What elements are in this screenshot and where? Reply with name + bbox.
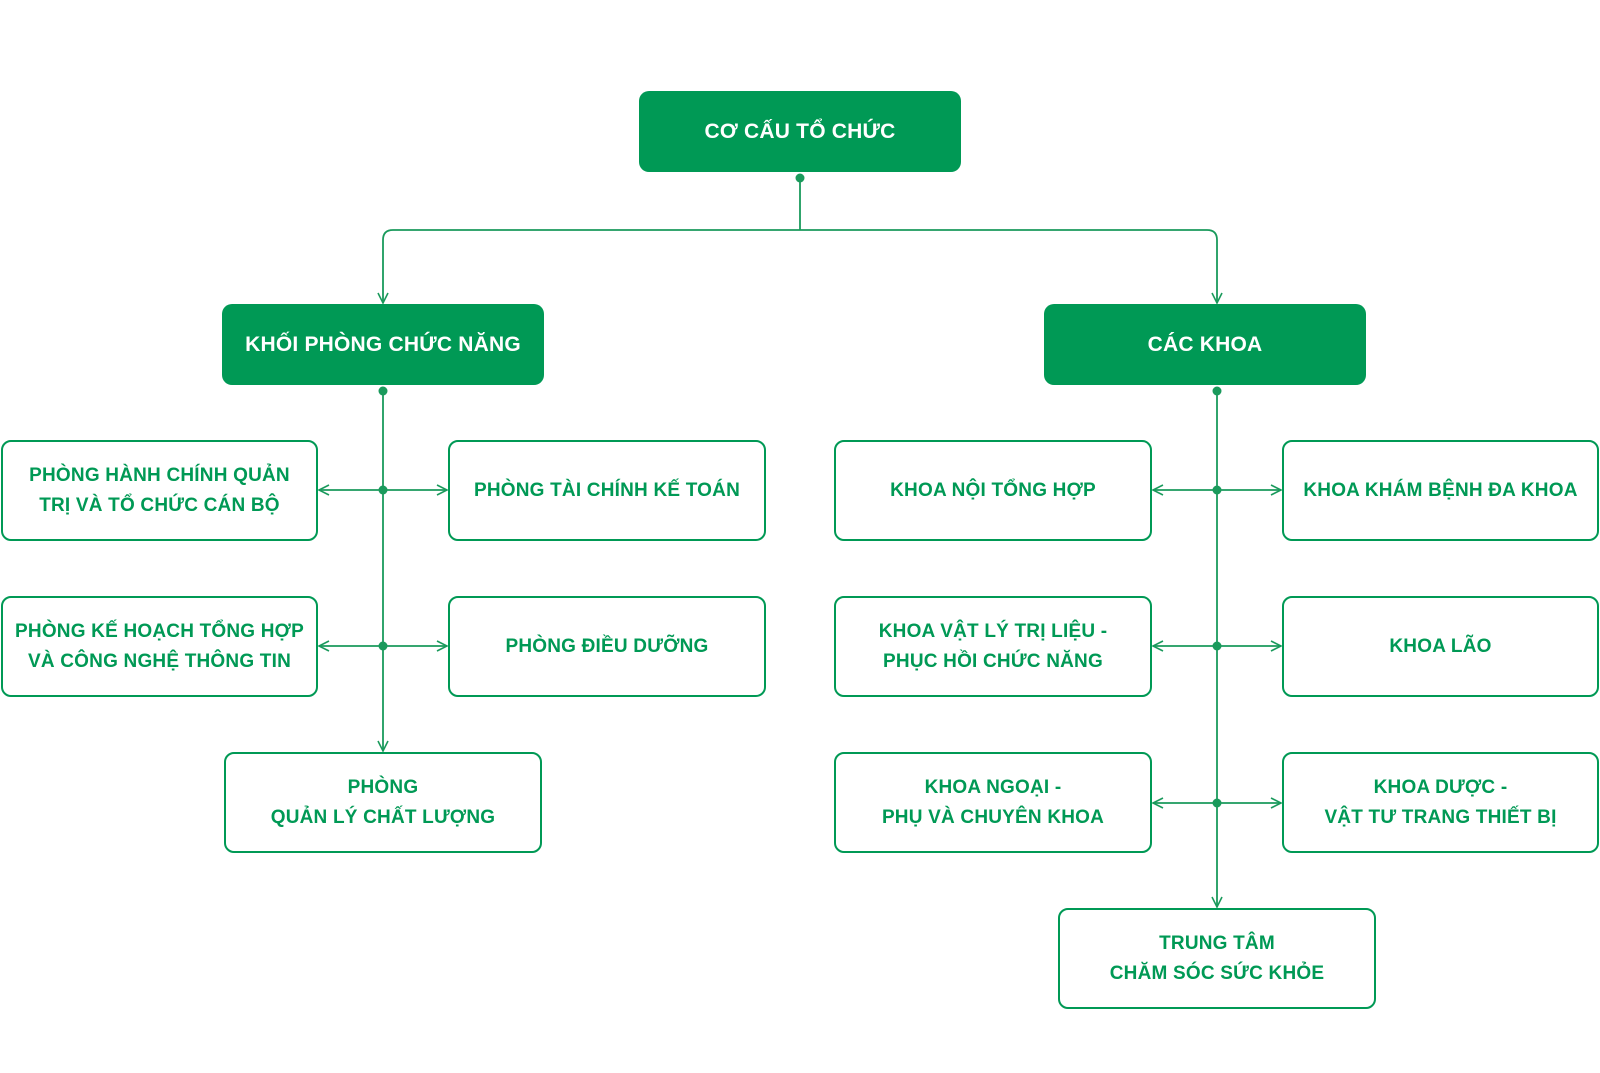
departments-branch-dot bbox=[1212, 485, 1222, 495]
root-node: CƠ CẤU TỔ CHỨC bbox=[639, 91, 961, 172]
departments-branch-dot bbox=[1212, 798, 1222, 808]
departments-branch-dot bbox=[1212, 641, 1222, 651]
office-administration: PHÒNG HÀNH CHÍNH QUẢN TRỊ VÀ TỔ CHỨC CÁN… bbox=[1, 440, 318, 541]
dept-physiotherapy-rehab: KHOA VẬT LÝ TRỊ LIỆU - PHỤC HỒI CHỨC NĂN… bbox=[834, 596, 1152, 697]
dept-surgery-obstetrics-specialty: KHOA NGOẠI - PHỤ VÀ CHUYÊN KHOA bbox=[834, 752, 1152, 853]
root-to-functional-connector bbox=[383, 229, 800, 303]
dept-geriatrics: KHOA LÃO bbox=[1282, 596, 1599, 697]
departments-trunk-dot bbox=[1212, 386, 1222, 396]
office-planning-it: PHÒNG KẾ HOẠCH TỔNG HỢP VÀ CÔNG NGHỆ THÔ… bbox=[1, 596, 318, 697]
root-junction-dot bbox=[795, 173, 805, 183]
office-finance-accounting: PHÒNG TÀI CHÍNH KẾ TOÁN bbox=[448, 440, 766, 541]
root-to-departments-connector bbox=[800, 229, 1217, 303]
office-quality-management: PHÒNG QUẢN LÝ CHẤT LƯỢNG bbox=[224, 752, 542, 853]
health-care-center: TRUNG TÂM CHĂM SÓC SỨC KHỎE bbox=[1058, 908, 1376, 1009]
functional-block-node: KHỐI PHÒNG CHỨC NĂNG bbox=[222, 304, 544, 385]
office-nursing: PHÒNG ĐIỀU DƯỠNG bbox=[448, 596, 766, 697]
dept-pharmacy-equipment: KHOA DƯỢC - VẬT TƯ TRANG THIẾT BỊ bbox=[1282, 752, 1599, 853]
dept-general-examination: KHOA KHÁM BỆNH ĐA KHOA bbox=[1282, 440, 1599, 541]
dept-internal-medicine: KHOA NỘI TỔNG HỢP bbox=[834, 440, 1152, 541]
functional-branch-dot bbox=[378, 641, 388, 651]
departments-node: CÁC KHOA bbox=[1044, 304, 1366, 385]
functional-branch-dot bbox=[378, 485, 388, 495]
functional-trunk-dot bbox=[378, 386, 388, 396]
